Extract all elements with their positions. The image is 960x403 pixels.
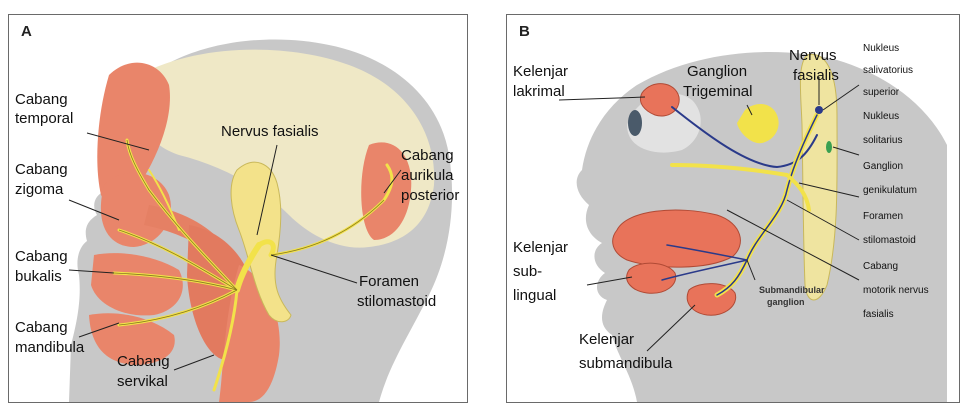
label-nervus-1: Nervus [789,47,837,65]
label-aurikula-1: Cabang [401,147,454,165]
label-cabang-servikal-1: Cabang [117,353,170,371]
label-sublingual-3: lingual [513,287,556,305]
nucleus-solitarius-dot [826,141,832,153]
eye-iris [628,110,642,136]
label-ganglion-gen-1: Ganglion [863,161,903,173]
label-cabang-temporal-2: temporal [15,110,73,128]
label-aurikula-3: posterior [401,187,459,205]
label-nukleus-sal-1: Nukleus [863,43,899,55]
nucleus-salivatorius-dot [815,106,823,114]
label-ganglion-trig-2: Trigeminal [683,83,752,101]
label-nukleus-sol-1: Nukleus [863,111,899,123]
label-nukleus-sal-2: salivatorius [863,65,913,77]
label-ganglion-trig-1: Ganglion [687,63,747,81]
label-cabang-temporal-1: Cabang [15,91,68,109]
panel-letter-b: B [519,23,530,40]
label-nukleus-sal-3: superior [863,87,899,99]
label-cabang-bukalis-2: bukalis [15,268,62,286]
label-foramen-2: stilomastoid [357,293,436,311]
label-cabang-bukalis-1: Cabang [15,248,68,266]
label-foramen-b-2: stilomastoid [863,235,916,247]
label-foramen-b-1: Foramen [863,211,903,223]
label-ganglion-gen-2: genikulatum [863,185,917,197]
label-cabang-zigoma-1: Cabang [15,161,68,179]
label-cabang-motorik-3: fasialis [863,309,894,321]
label-submandibula-2: submandibula [579,355,672,373]
label-nukleus-sol-2: solitarius [863,135,902,147]
label-lakrimal-2: lakrimal [513,83,565,101]
label-sublingual-1: Kelenjar [513,239,568,257]
label-aurikula-2: aurikula [401,167,454,185]
label-nervus-2: fasialis [793,67,839,85]
label-cabang-servikal-2: servikal [117,373,168,391]
label-sublingual-2: sub- [513,263,542,281]
label-submandibula-1: Kelenjar [579,331,634,349]
panel-b: B Kelenjar lakrimal Ganglion Trigeminal … [506,14,960,403]
label-nervus-fasialis: Nervus fasialis [221,123,319,141]
label-cabang-zigoma-2: zigoma [15,181,63,199]
label-foramen-1: Foramen [359,273,419,291]
label-cabang-mandibula-2: mandibula [15,339,84,357]
panel-a: A Cabang temporal Cabang zigoma Cabang b… [8,14,468,403]
label-cabang-motorik-1: Cabang [863,261,898,273]
label-cabang-motorik-2: motorik nervus [863,285,929,297]
label-lakrimal-1: Kelenjar [513,63,568,81]
panel-letter-a: A [21,23,32,40]
tongue-gland [613,210,741,267]
label-submandibular-ganglion-1: Submandibular [759,285,825,296]
label-cabang-mandibula-1: Cabang [15,319,68,337]
label-submandibular-ganglion-2: ganglion [767,297,805,308]
